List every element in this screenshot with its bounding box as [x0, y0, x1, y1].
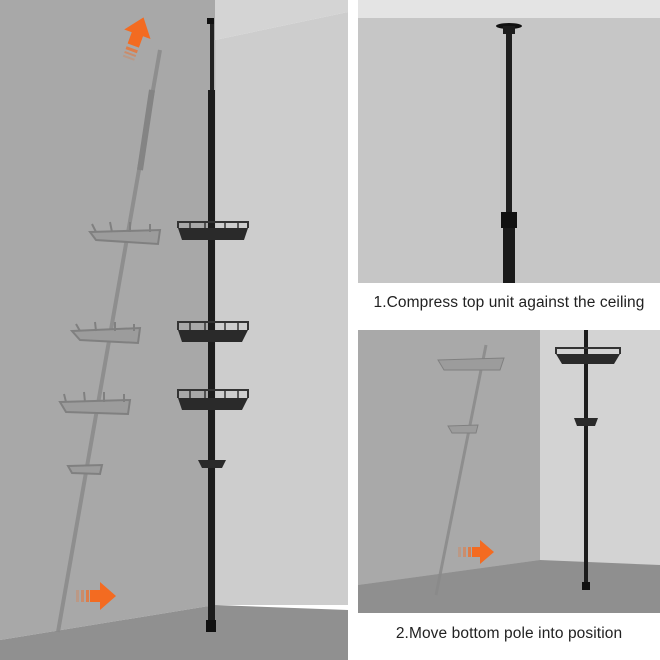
shower-caddy-pole-small — [555, 330, 621, 590]
shelf-2 — [177, 321, 249, 342]
shelf-3 — [177, 389, 249, 410]
shelf-1 — [177, 221, 249, 240]
right-wall — [215, 0, 348, 40]
right-arrow-icon-2 — [458, 540, 494, 564]
up-arrow-icon — [122, 17, 151, 61]
right-arrow-icon — [76, 582, 116, 610]
ghost-caddy-small — [434, 344, 505, 596]
shower-caddy-pole — [177, 18, 249, 632]
step-1-caption: 1.Compress top unit against the ceiling — [373, 294, 645, 311]
main-illustration-panel — [0, 0, 348, 660]
right-wall-lower — [215, 12, 348, 605]
step-2-caption: 2.Move bottom pole into position — [395, 625, 623, 642]
step-1-illustration — [358, 0, 660, 283]
ghost-caddy — [56, 49, 162, 633]
left-wall — [0, 0, 215, 640]
floor — [0, 605, 348, 660]
step-2-illustration — [358, 330, 660, 613]
soap-dish — [198, 460, 226, 468]
